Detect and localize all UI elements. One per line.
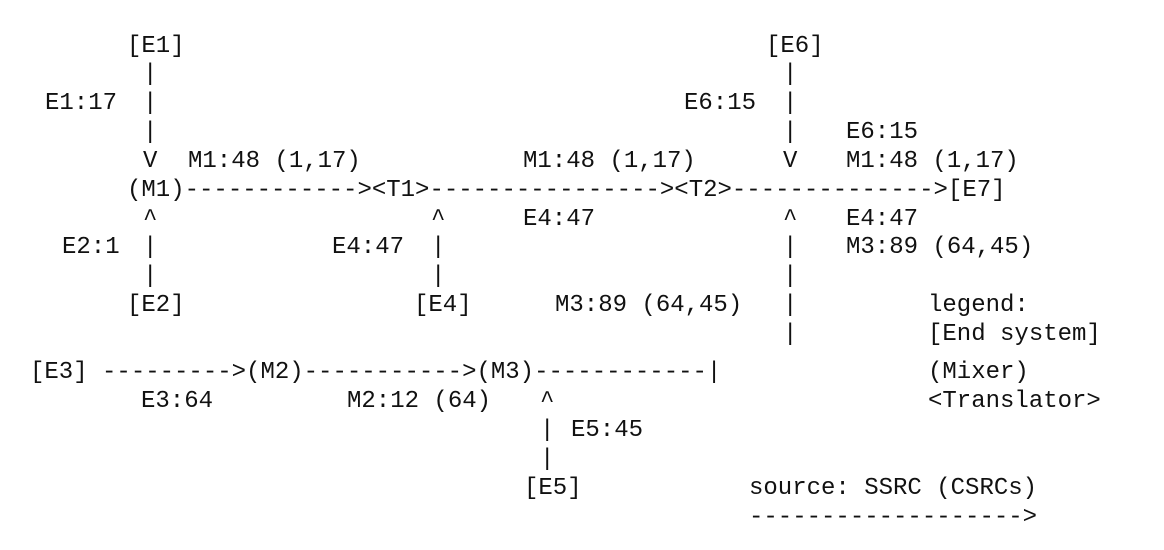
diagram-token-9: | (783, 119, 797, 146)
diagram-token-43: <Translator> (928, 388, 1101, 415)
diagram-token-49: -------------------> (749, 504, 1037, 531)
diagram-token-15: M1:48 (1,17) (846, 148, 1019, 175)
diagram-token-8: | (143, 119, 157, 146)
diagram-token-40: E3:64 (141, 388, 213, 415)
diagram-token-3: | (783, 61, 797, 88)
diagram-token-22: E2:1 (62, 234, 120, 261)
diagram-token-36: | (783, 321, 797, 348)
diagram-token-46: | (540, 446, 554, 473)
diagram-token-34: | (783, 292, 797, 319)
diagram-token-20: ^ (783, 206, 797, 233)
diagram-token-44: | (540, 417, 554, 444)
diagram-token-21: E4:47 (846, 206, 918, 233)
diagram-token-39: (Mixer) (928, 359, 1029, 386)
diagram-token-10: E6:15 (846, 119, 918, 146)
diagram-token-42: ^ (540, 388, 554, 415)
diagram-token-16: (M1)------------><T1>----------------><T… (127, 177, 1006, 204)
diagram-token-38: [E3] --------->(M2)----------->(M3)-----… (30, 359, 721, 386)
diagram-token-37: [End system] (928, 321, 1101, 348)
diagram-token-18: ^ (431, 206, 445, 233)
diagram-token-41: M2:12 (64) (347, 388, 491, 415)
diagram-token-7: | (783, 90, 797, 117)
diagram-token-11: V (143, 148, 158, 175)
diagram-token-26: | (783, 234, 797, 261)
diagram-token-35: legend: (928, 292, 1029, 319)
diagram-token-29: | (431, 263, 445, 290)
diagram-token-5: | (143, 90, 157, 117)
diagram-token-0: [E1] (127, 33, 185, 60)
diagram-token-45: E5:45 (571, 417, 643, 444)
diagram-token-32: [E4] (414, 292, 472, 319)
diagram-token-47: [E5] (524, 475, 582, 502)
diagram-token-13: M1:48 (1,17) (523, 148, 696, 175)
diagram-token-28: | (143, 263, 157, 290)
diagram-token-6: E6:15 (684, 90, 756, 117)
diagram-token-30: | (783, 263, 797, 290)
diagram-token-31: [E2] (127, 292, 185, 319)
diagram-token-12: M1:48 (1,17) (188, 148, 361, 175)
diagram-token-48: source: SSRC (CSRCs) (749, 475, 1037, 502)
diagram-token-24: E4:47 (332, 234, 404, 261)
diagram-token-23: | (143, 234, 157, 261)
diagram-token-17: ^ (143, 206, 157, 233)
diagram-token-27: M3:89 (64,45) (846, 234, 1033, 261)
diagram-token-19: E4:47 (523, 206, 595, 233)
diagram-token-2: | (143, 61, 157, 88)
diagram-token-25: | (431, 234, 445, 261)
diagram-token-33: M3:89 (64,45) (555, 292, 742, 319)
diagram-token-14: V (783, 148, 798, 175)
diagram-token-1: [E6] (766, 33, 824, 60)
diagram-token-4: E1:17 (45, 90, 117, 117)
